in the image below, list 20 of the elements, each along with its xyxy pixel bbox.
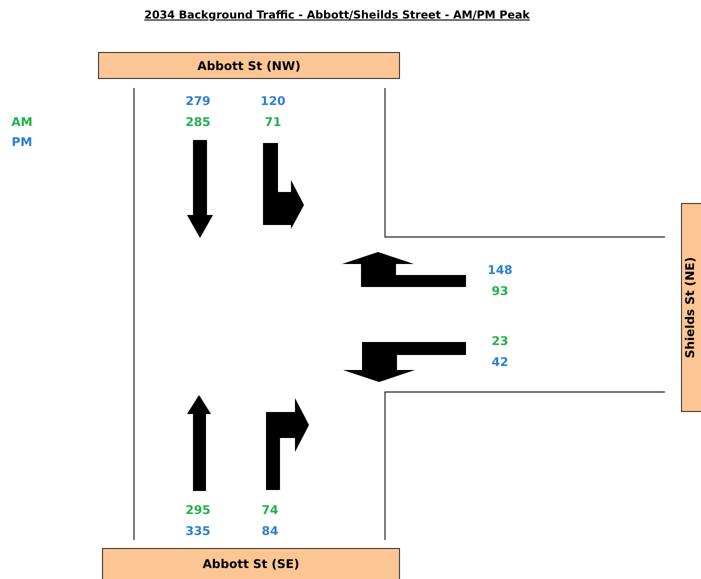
traffic-volume: 279 [185, 94, 211, 108]
traffic-volume: 23 [492, 334, 508, 348]
traffic-volume: 120 [260, 94, 286, 108]
legend-entry: PM [12, 135, 32, 149]
street-name-box [102, 548, 400, 579]
street-name: Shields St (NE) [683, 256, 697, 358]
traffic-volume: 84 [262, 524, 278, 538]
street-name-box [98, 52, 400, 79]
diagram-title: 2034 Background Traffic - Abbott/Sheilds Street - AM/PM Peak [144, 8, 530, 22]
traffic-volume: 42 [492, 355, 508, 369]
street-name: Abbott St (NW) [197, 58, 301, 72]
traffic-volume: 295 [185, 503, 211, 517]
traffic-volume: 285 [185, 115, 211, 129]
traffic-volume: 148 [487, 263, 513, 277]
legend-entry: AM [11, 115, 33, 129]
traffic-volume: 93 [492, 284, 508, 298]
street-name: Abbott St (SE) [202, 557, 300, 571]
traffic-volume: 71 [264, 115, 282, 129]
traffic-volume: 335 [185, 524, 211, 538]
traffic-volume: 74 [262, 503, 278, 517]
